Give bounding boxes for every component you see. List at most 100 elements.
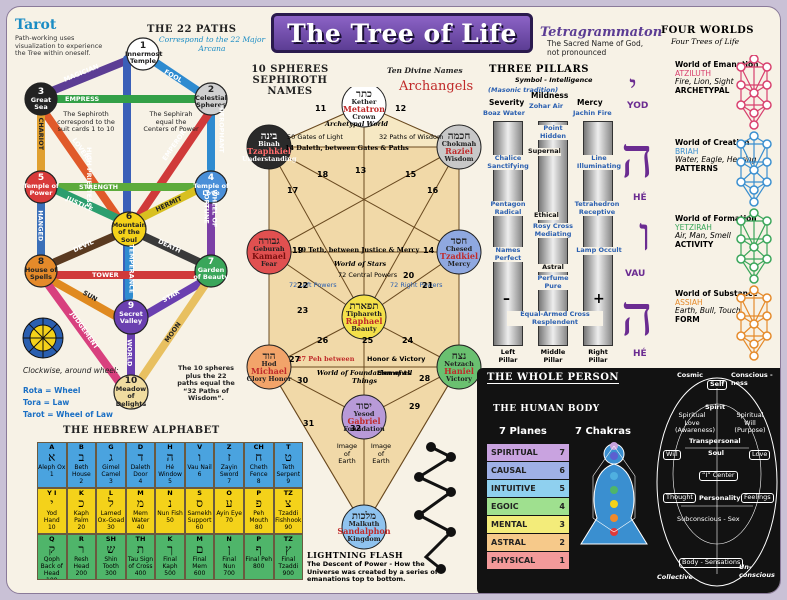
image-earth-left: Image of Earth	[336, 442, 358, 465]
body-label: Body - Sensations	[679, 558, 744, 568]
i-center-label: “I” Center	[699, 471, 738, 481]
four-worlds-sub: Four Trees of Life	[671, 37, 740, 46]
mini-trees	[736, 55, 772, 361]
path-label-empress: EMPRESS	[65, 95, 100, 103]
psyche-diagram	[656, 377, 778, 587]
path-label-chariot: CHARIOT	[37, 117, 46, 151]
sephiroth-tree-diagram	[246, 87, 482, 550]
plane-number: 2	[559, 538, 565, 547]
mini-tree-node	[749, 262, 759, 272]
tarot-desc: Path-working uses visualization to exper…	[15, 34, 103, 57]
mini-tree-node	[762, 139, 772, 149]
letter-latin: CH	[253, 443, 264, 451]
mini-tree-node	[736, 177, 746, 187]
alphabet-title: THE HEBREW ALPHABET	[63, 425, 220, 436]
letter-name: Vau Nail	[187, 464, 212, 471]
tarot-title: Tarot	[15, 17, 57, 33]
mini-tree-node	[736, 216, 746, 226]
mini-tree-node	[736, 80, 746, 90]
letter-hebrew: ו	[198, 450, 202, 464]
path-num-19: 19	[292, 246, 304, 255]
letter-value: 700	[223, 570, 235, 577]
gates-left: 50 Gates of Light	[287, 133, 343, 141]
plane-name: ASTRAL	[491, 538, 526, 547]
letter-latin: V	[197, 443, 203, 451]
path-num-22: 22	[297, 281, 309, 290]
letter-yod-name: YOD	[627, 101, 649, 111]
letter-hebrew: צ	[285, 496, 292, 510]
tarot-node-4	[194, 170, 228, 204]
letter-hebrew: ה	[166, 450, 174, 464]
mini-tree-node	[762, 293, 772, 303]
whole-person-title: THE WHOLE PERSON	[487, 372, 620, 384]
letter-latin: N	[226, 535, 232, 543]
lightning-desc: The Descent of Power - How the Universe …	[307, 560, 438, 583]
mini-tree-node	[762, 62, 772, 72]
lightning-bolt	[415, 445, 455, 571]
path-label-hanged: HANGED	[36, 210, 45, 242]
letter-hebrew: ר	[78, 542, 85, 556]
path-num-11: 11	[315, 104, 327, 113]
gates-right: 32 Paths of Wisdom	[379, 133, 444, 141]
supernal-label: Supernal	[528, 147, 561, 156]
letter-he-1: ה	[621, 126, 654, 191]
mini-tree-node	[749, 131, 759, 141]
sephirah-note: The Sephirah equal the Centers of Power	[143, 110, 199, 133]
tetrahedron-label: Tetrahedron Receptive	[572, 200, 622, 216]
mini-tree-path	[740, 66, 755, 94]
letter-value: 500	[164, 570, 176, 577]
letter-latin: Q	[49, 535, 55, 543]
mini-tree-node	[762, 157, 772, 167]
masonic-line: (Masonic tradition)	[488, 86, 559, 94]
path-num-28: 28	[419, 374, 431, 383]
letter-value: 900	[282, 570, 294, 577]
path-num-16: 16	[427, 186, 439, 195]
letter-name: Cheth Fence	[249, 464, 268, 478]
mini-tree-node	[762, 234, 772, 244]
letter-latin: Z	[226, 443, 232, 451]
plane-number: 7	[559, 448, 565, 457]
mercy-label: Mercy	[577, 98, 603, 107]
jachin-label: Jachin Fire	[573, 109, 612, 117]
letter-name: Resh Head	[73, 556, 90, 570]
letter-name: Final Kaph	[162, 556, 178, 570]
letter-value: 300	[105, 570, 117, 577]
letter-latin: H	[167, 443, 173, 451]
letter-hebrew: ל	[108, 496, 114, 510]
four-worlds-title: FOUR WORLDS	[661, 25, 754, 36]
letter-value: 1	[49, 471, 54, 478]
plane-name: EGOIC	[491, 502, 519, 511]
clockwise-note: Clockwise, around wheel:	[23, 366, 119, 375]
plane-name: INTUITIVE	[491, 484, 536, 493]
letter-vau-name: VAU	[625, 269, 646, 279]
letter-name: Mem Water	[131, 510, 150, 524]
mini-tree-node	[749, 165, 759, 175]
tarot-node-7	[194, 254, 228, 288]
plane-number: 4	[559, 502, 565, 511]
letter-hebrew: ף	[255, 542, 262, 556]
psyche-lines	[681, 388, 753, 574]
letter-latin: R	[78, 535, 84, 543]
mini-tree-node	[762, 177, 772, 187]
tarot-node-2	[194, 82, 228, 116]
letter-hebrew: כ	[78, 496, 85, 510]
letter-name: Qoph Back of Head	[40, 556, 63, 577]
mini-tree-path	[753, 220, 768, 248]
names-label: Names Perfect	[485, 246, 531, 262]
letter-latin: P	[256, 535, 262, 543]
